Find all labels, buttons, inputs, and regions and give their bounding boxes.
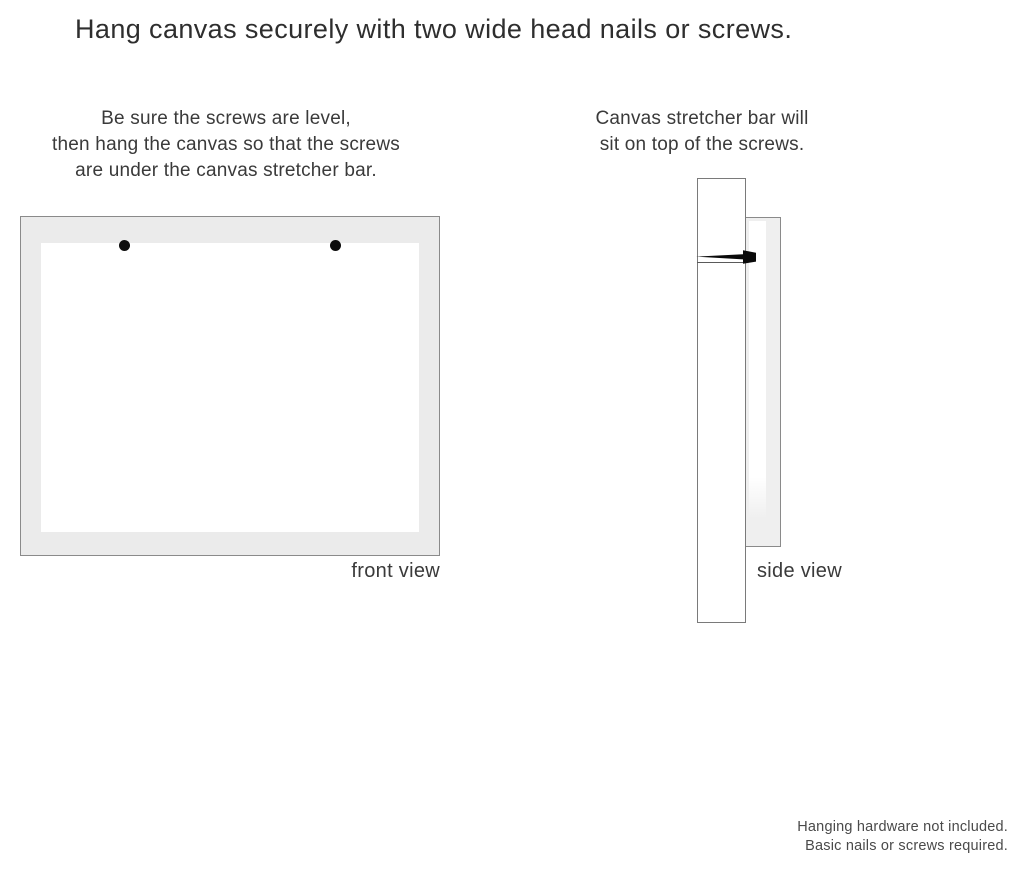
screw-dot-left	[119, 240, 130, 251]
canvas-side-panel	[744, 217, 781, 547]
side-view-caption-line: sit on top of the screws.	[599, 134, 805, 155]
front-view-caption-line: Be sure the screws are level,	[101, 108, 351, 129]
canvas-side-highlight	[749, 221, 766, 519]
side-view-caption-line: Canvas stretcher bar will	[595, 108, 809, 129]
stretcher-bar-bottom-line	[697, 262, 746, 263]
nail-icon	[696, 250, 756, 264]
footer-note: Hanging hardware not included. Basic nai…	[708, 818, 1008, 856]
screw-dot-right	[330, 240, 341, 251]
front-view-label: front view	[351, 560, 440, 582]
front-view-caption: Be sure the screws are level, then hang …	[30, 106, 422, 184]
front-view-caption-line: are under the canvas stretcher bar.	[75, 160, 377, 181]
canvas-front-view-frame	[20, 216, 440, 556]
front-view-caption-line: then hang the canvas so that the screws	[52, 134, 400, 155]
side-view-caption: Canvas stretcher bar will sit on top of …	[582, 106, 822, 158]
footer-note-line: Hanging hardware not included.	[797, 819, 1008, 835]
canvas-front-view-inner	[41, 243, 419, 532]
stretcher-bar-side	[697, 178, 746, 623]
footer-note-line: Basic nails or screws required.	[805, 838, 1008, 854]
side-view-label: side view	[757, 560, 842, 582]
page-title: Hang canvas securely with two wide head …	[75, 14, 793, 44]
